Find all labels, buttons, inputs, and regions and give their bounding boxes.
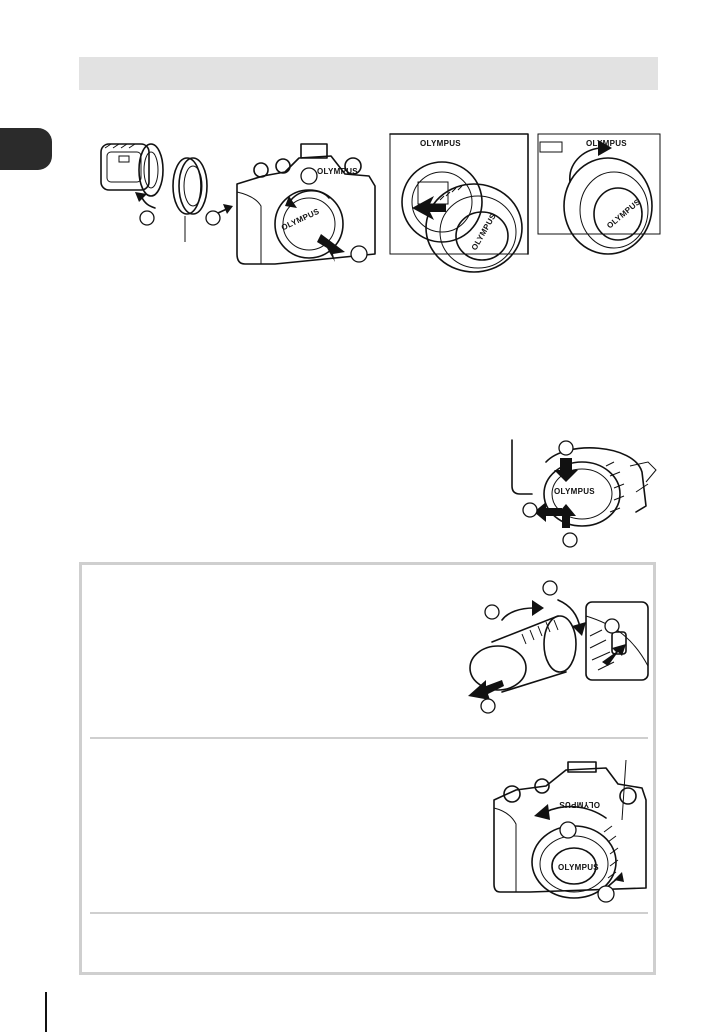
svg-text:OLYMPUS: OLYMPUS bbox=[605, 197, 642, 230]
body-cap-drawing bbox=[172, 157, 208, 215]
camera-brand-text: OLYMPUS bbox=[317, 167, 358, 176]
svg-text:OLYMPUS: OLYMPUS bbox=[559, 800, 600, 809]
svg-text:OLYMPUS: OLYMPUS bbox=[470, 212, 498, 252]
detach-lens-illustration: OLYMPUS OLYMPUS bbox=[493, 759, 647, 903]
remove-lens-cap-illustration: OLYMPUS bbox=[511, 439, 657, 548]
page-margin-rule bbox=[45, 992, 47, 1032]
extend-lens-illustration bbox=[468, 580, 649, 714]
step-marker-circle bbox=[139, 210, 155, 226]
attach-lens-mount-illustration: OLYMPUS OLYMPUS bbox=[389, 133, 529, 273]
svg-text:OLYMPUS: OLYMPUS bbox=[280, 207, 321, 233]
attach-lens-steps-illustration: OLYMPUS OLYMPUS bbox=[100, 143, 376, 265]
lens-drawing bbox=[100, 143, 164, 197]
camera-body-drawing: OLYMPUS OLYMPUS bbox=[236, 143, 376, 265]
section-header-bar bbox=[79, 57, 658, 90]
notes-box bbox=[79, 562, 656, 975]
lens-being-attached: OLYMPUS bbox=[425, 183, 523, 273]
notes-divider-1 bbox=[90, 737, 648, 739]
svg-text:OLYMPUS: OLYMPUS bbox=[558, 863, 599, 872]
notes-divider-2 bbox=[90, 912, 648, 914]
svg-text:OLYMPUS: OLYMPUS bbox=[420, 139, 461, 148]
chapter-tab bbox=[0, 128, 52, 170]
svg-text:OLYMPUS: OLYMPUS bbox=[586, 139, 627, 148]
svg-text:OLYMPUS: OLYMPUS bbox=[554, 487, 595, 496]
attach-lens-rotate-illustration: OLYMPUS OLYMPUS bbox=[537, 133, 661, 255]
